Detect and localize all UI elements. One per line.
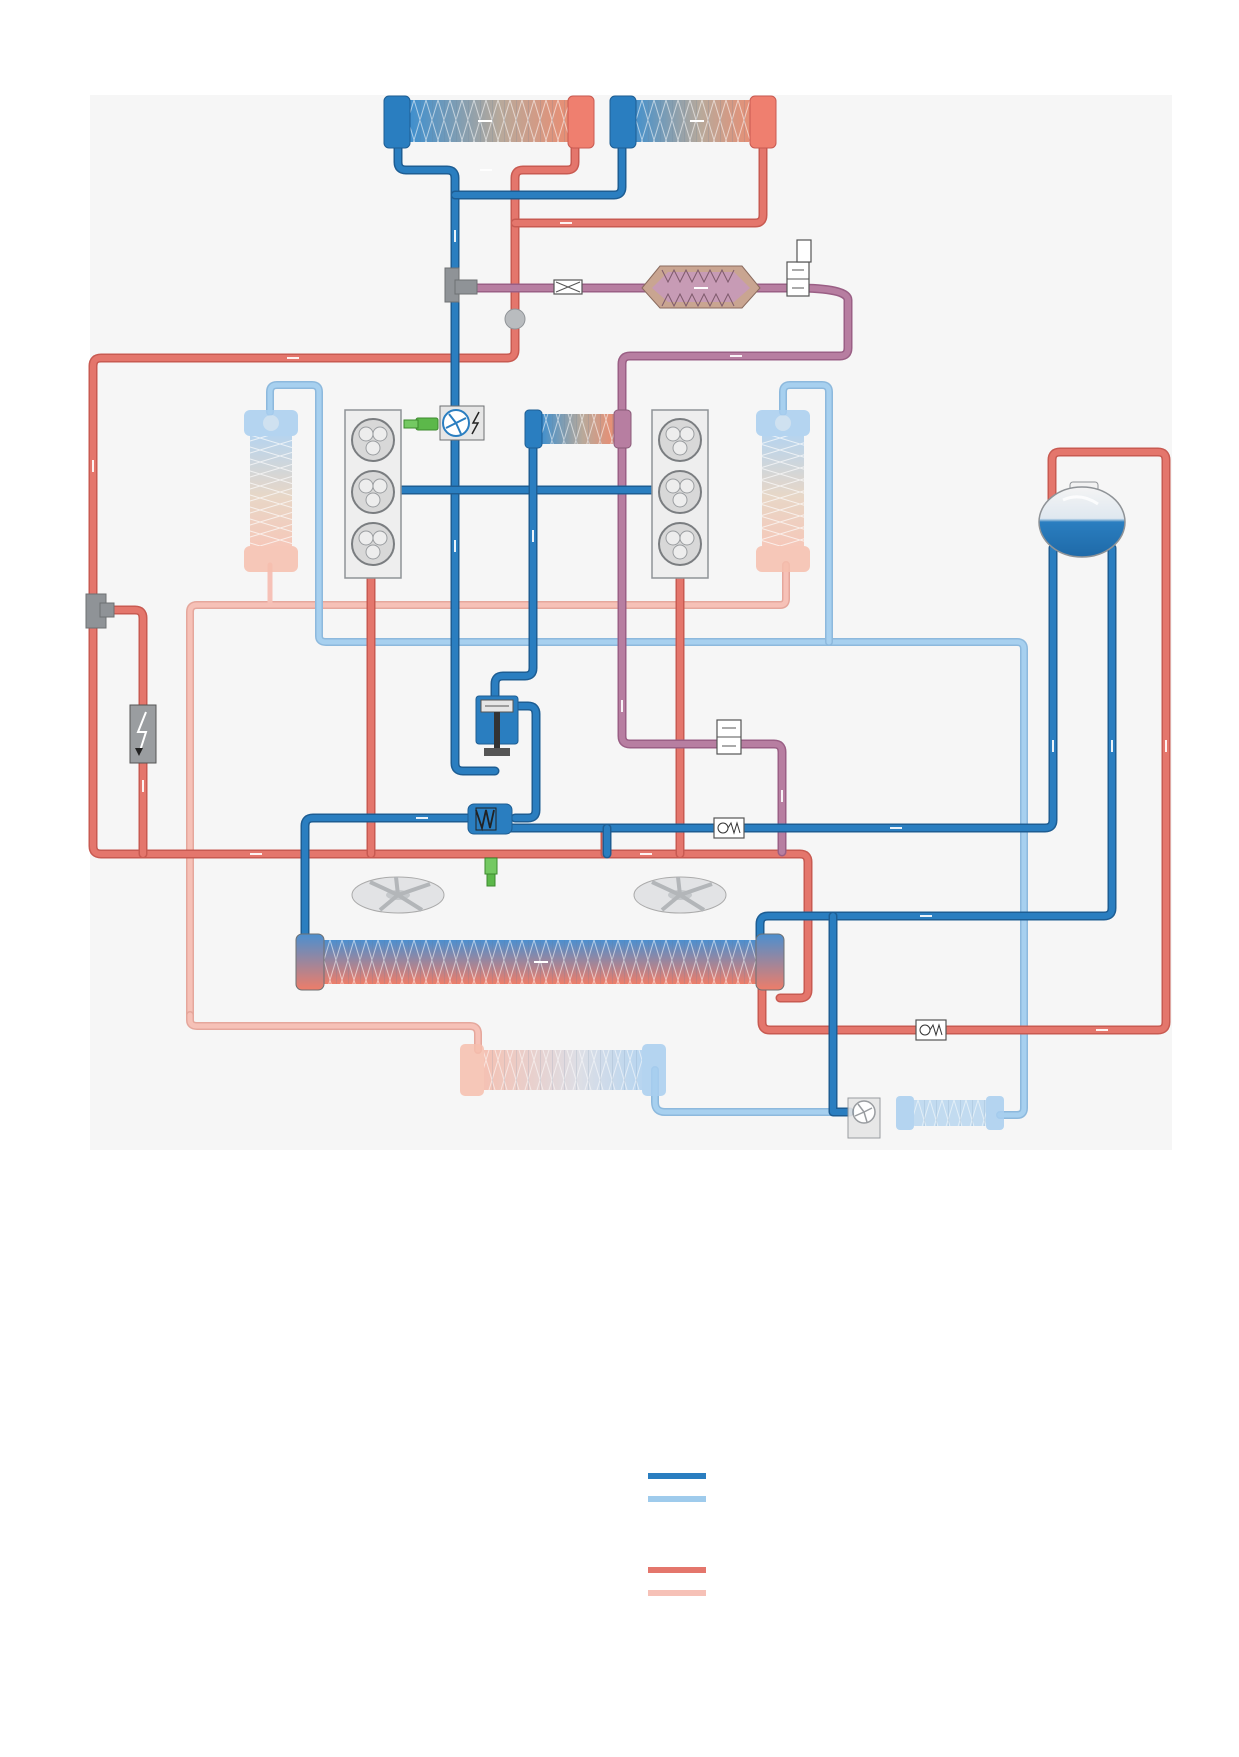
shutoff-valve-top-icon	[786, 239, 812, 297]
heating-element-icon	[85, 593, 157, 764]
fan-left-icon	[351, 876, 445, 914]
main-radiator-icon	[295, 933, 785, 991]
temperature-sensor-lower-icon	[484, 857, 498, 887]
heater-core-left-icon	[383, 95, 595, 149]
oil-cooler-icon	[524, 409, 632, 449]
auxiliary-cooler-icon	[896, 1096, 1004, 1130]
auxiliary-pump-icon	[847, 1097, 881, 1139]
shutoff-valve-mid-icon	[716, 719, 742, 755]
legend-swatch-hot-secondary	[648, 1590, 706, 1596]
fan-right-icon	[633, 876, 727, 914]
restrictor-icon	[553, 279, 583, 295]
pipes-cold	[300, 135, 1117, 1117]
check-valve-2-icon	[915, 1019, 947, 1041]
heater-core-right-icon	[609, 95, 777, 149]
legend-swatch-hot-main	[648, 1567, 706, 1573]
flow-arrows	[92, 169, 1167, 1031]
temperature-sensor-icon	[403, 417, 439, 431]
cylinder-bank-right-icon	[651, 409, 709, 579]
check-valve-1-icon	[713, 817, 745, 839]
diagram-panel	[90, 95, 1172, 1150]
turbo-cooler-right-icon	[756, 410, 810, 572]
expansion-tank-icon	[1038, 481, 1126, 558]
electric-pump-icon	[439, 405, 485, 441]
thermostat-icon	[467, 803, 513, 835]
mechanical-pump-icon	[475, 695, 519, 756]
egr-cooler-icon	[641, 265, 761, 309]
legend	[648, 1473, 706, 1596]
cylinder-bank-left-icon	[344, 409, 402, 579]
low-temp-radiator-icon	[460, 1044, 666, 1096]
pipes-faint-hot	[186, 561, 790, 1054]
temperature-sender-icon	[504, 308, 526, 330]
legend-swatch-cold-secondary	[648, 1496, 706, 1502]
vent-manifold-icon	[444, 267, 478, 303]
pipes-faint-cold	[266, 381, 1028, 1119]
turbo-cooler-left-icon	[244, 410, 298, 572]
legend-swatch-cold-main	[648, 1473, 706, 1479]
